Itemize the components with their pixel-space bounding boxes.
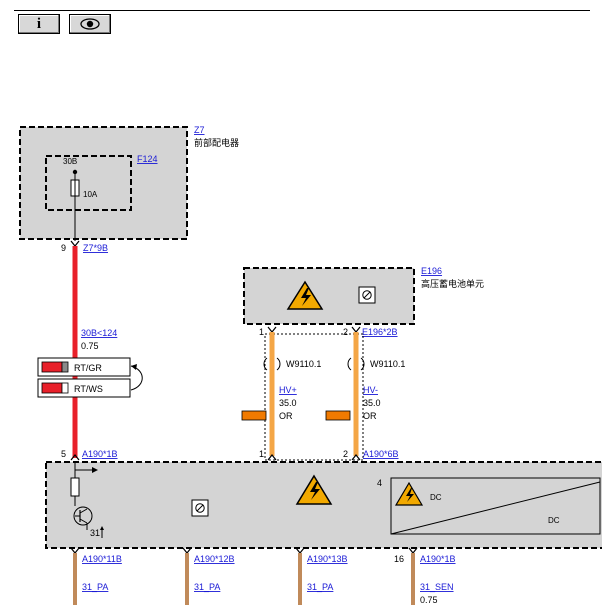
z7-name: 前部配电器 <box>194 137 239 148</box>
color-swatch <box>41 361 63 373</box>
shield-marker-icon <box>347 357 365 371</box>
high-voltage-warning-icon <box>295 474 333 505</box>
transistor-icon <box>73 506 93 530</box>
f124-fuse-box[interactable] <box>45 155 132 211</box>
dc-label-2: DC <box>548 516 560 525</box>
a190-conn-6b-link[interactable]: A190*6B <box>363 449 399 459</box>
wire-31sen-gauge: 0.75 <box>420 595 438 605</box>
a190-pin-5: 5 <box>61 449 66 459</box>
dcdc-converter-box[interactable] <box>390 477 601 535</box>
connector-chevron <box>267 326 277 333</box>
a190-conn-12b-link[interactable]: A190*12B <box>194 554 235 564</box>
arrowhead-icon <box>92 467 98 473</box>
color-toggle-arrow[interactable] <box>130 365 143 391</box>
a190-pin-1: 1 <box>259 449 264 459</box>
a190-pin-2: 2 <box>343 449 348 459</box>
z7-connector-link[interactable]: Z7*9B <box>83 243 108 253</box>
orange-color-swatch <box>325 410 351 421</box>
info-button[interactable]: i <box>18 14 60 34</box>
connector-chevron <box>351 454 361 461</box>
resistor-icon <box>70 477 80 497</box>
hv-minus-color: OR <box>363 411 377 421</box>
high-voltage-warning-icon <box>286 280 324 310</box>
z7-pin-number: 9 <box>61 243 66 253</box>
component-info-icon[interactable] <box>358 286 376 304</box>
hv-minus-link[interactable]: HV- <box>363 385 378 395</box>
a190-conn-1b-link[interactable]: A190*1B <box>82 449 118 459</box>
a190-conn-13b-link[interactable]: A190*13B <box>307 554 348 564</box>
z7-distributor-box[interactable] <box>19 126 188 240</box>
hv-plus-gauge: 35.0 <box>279 398 297 408</box>
e196-pin-1: 1 <box>259 327 264 337</box>
hv-cable-bundle <box>264 333 364 461</box>
dc-label-1: DC <box>430 493 442 502</box>
wire-color-label: RT/GR <box>74 363 102 373</box>
color-swatch-stripe <box>61 361 69 373</box>
view-button[interactable] <box>69 14 111 34</box>
a190-conn-11b-link[interactable]: A190*11B <box>82 554 122 564</box>
orange-color-swatch <box>241 410 267 421</box>
e196-battery-box[interactable] <box>243 267 415 325</box>
ground-pin-label: 31 <box>90 528 100 538</box>
red-wire-gauge: 0.75 <box>81 341 99 351</box>
wire-31pa-link-3[interactable]: 31_PA <box>307 582 333 592</box>
connector-chevron <box>351 326 361 333</box>
shield-marker-icon <box>263 357 281 371</box>
e196-link[interactable]: E196 <box>421 266 442 276</box>
e196-connector-link[interactable]: E196*2B <box>362 327 398 337</box>
eye-icon <box>80 18 100 30</box>
component-info-icon[interactable] <box>191 499 209 517</box>
terminal-30b-label: 30B <box>63 157 77 166</box>
connector-chevron <box>70 454 80 461</box>
info-icon: i <box>36 15 42 32</box>
a190-pin-16: 16 <box>394 554 404 564</box>
wire-31pa-link-1[interactable]: 31_PA <box>82 582 108 592</box>
fuse-rating: 10A <box>83 190 98 199</box>
hv-plus-link[interactable]: HV+ <box>279 385 297 395</box>
a190-conn-1b-bottom-link[interactable]: A190*1B <box>420 554 456 564</box>
arrowhead-icon <box>131 364 137 370</box>
hv-plus-shield: W9110.1 <box>286 359 321 369</box>
a190-component-box[interactable] <box>45 461 602 549</box>
hv-minus-gauge: 35.0 <box>363 398 381 408</box>
hv-minus-shield: W9110.1 <box>370 359 405 369</box>
wire-31sen-link[interactable]: 31_SEN <box>420 582 454 592</box>
e196-pin-2: 2 <box>343 327 348 337</box>
red-wire-id-link[interactable]: 30B<124 <box>81 328 117 338</box>
wire-31pa-link-2[interactable]: 31_PA <box>194 582 220 592</box>
wire-color-option-1[interactable]: RT/GR <box>37 357 131 377</box>
e196-name: 高压蓄电池单元 <box>421 278 484 289</box>
wire-color-option-2[interactable]: RT/WS <box>37 378 131 398</box>
high-voltage-warning-icon <box>394 481 424 506</box>
hv-plus-color: OR <box>279 411 293 421</box>
dcdc-divider <box>390 481 601 535</box>
connector-chevron <box>267 454 277 461</box>
color-swatch <box>41 382 63 394</box>
color-swatch-stripe <box>61 382 69 394</box>
dcdc-pin-number: 4 <box>377 478 382 488</box>
f124-link[interactable]: F124 <box>137 154 158 164</box>
connector-chevron <box>70 240 80 247</box>
wire-color-label: RT/WS <box>74 384 103 394</box>
z7-link[interactable]: Z7 <box>194 125 205 135</box>
